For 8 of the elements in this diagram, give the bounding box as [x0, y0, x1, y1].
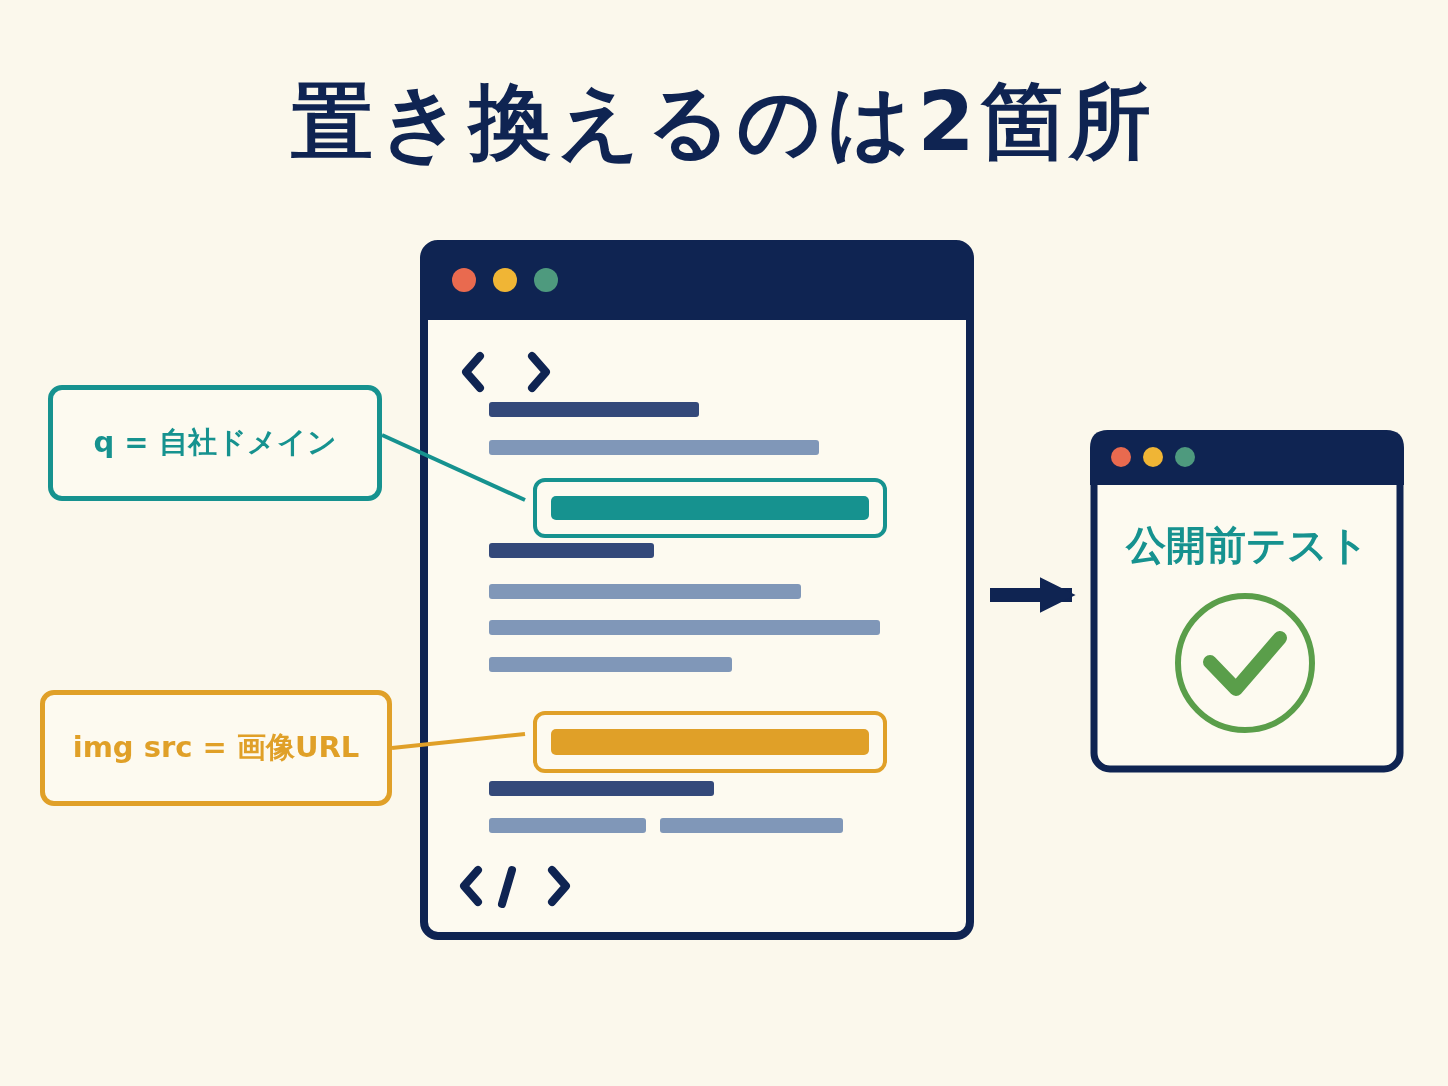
arrow [990, 577, 1076, 613]
callout-label: q = 自社ドメイン [48, 385, 382, 501]
window-heading: 公開前テスト [1124, 521, 1370, 570]
leader-line [381, 433, 526, 502]
title: 置き換えるのは2箇所 [290, 73, 1158, 171]
callout-label: img src = 画像URL [40, 690, 392, 806]
code-window [420, 240, 974, 940]
leader-line [391, 732, 526, 750]
